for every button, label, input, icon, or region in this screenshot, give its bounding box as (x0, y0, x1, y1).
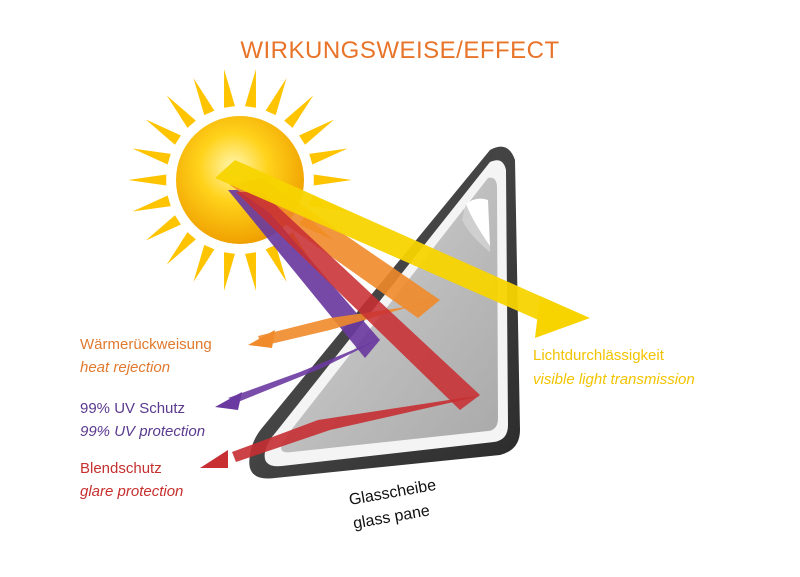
light-arrowhead (535, 296, 590, 338)
title: WIRKUNGSWEISE/EFFECT (240, 37, 559, 64)
sun-ray (224, 252, 235, 291)
sun-ray (145, 215, 181, 241)
label-light-en: visible light transmission (533, 371, 695, 388)
sun-ray (245, 252, 256, 291)
sun-ray (166, 232, 196, 265)
sun-ray (193, 244, 215, 282)
glare-arrowhead (200, 450, 228, 468)
uv-ray (228, 190, 380, 358)
label-light: Lichtdurchlässigkeit visible light trans… (533, 347, 695, 388)
heat-arrowhead (248, 330, 275, 348)
label-glare: Blendschutz glare protection (80, 460, 183, 500)
sun-ray (128, 174, 167, 186)
sun-ray (132, 195, 171, 212)
sun-ray (132, 148, 171, 165)
sun-ray (224, 69, 235, 108)
label-pane: Glasscheibe glass pane (348, 477, 438, 533)
sun-ray (245, 69, 256, 108)
sun-ray (193, 78, 215, 116)
label-heat-en: heat rejection (80, 359, 170, 376)
uv-arrowhead (215, 392, 242, 410)
sun-ray (284, 95, 314, 128)
uv-ray-reflect (228, 338, 382, 402)
label-pane-en: glass pane (352, 502, 431, 532)
label-light-de: Lichtdurchlässigkeit (533, 347, 665, 364)
sun-ray (265, 244, 287, 282)
label-uv: 99% UV Schutz 99% UV protection (80, 400, 205, 440)
label-heat-de: Wärmerückweisung (80, 336, 212, 353)
title-separator: / (456, 37, 463, 64)
sun-ray (309, 148, 348, 165)
label-glare-en: glare protection (80, 483, 183, 500)
light-ray (215, 160, 560, 326)
label-heat: Wärmerückweisung heat rejection (80, 336, 212, 376)
heat-ray-reflect (258, 298, 440, 346)
title-de: WIRKUNGSWEISE (240, 37, 456, 64)
label-uv-de: 99% UV Schutz (80, 400, 185, 417)
label-glare-de: Blendschutz (80, 460, 162, 477)
sun-ray (313, 174, 352, 186)
label-uv-en: 99% UV protection (80, 423, 205, 440)
sun-ray (265, 78, 287, 116)
sun-ray (145, 119, 181, 145)
title-en: EFFECT (463, 37, 559, 64)
sun-ray (299, 119, 335, 145)
glare-ray (236, 192, 480, 410)
sun-ray (166, 95, 196, 128)
